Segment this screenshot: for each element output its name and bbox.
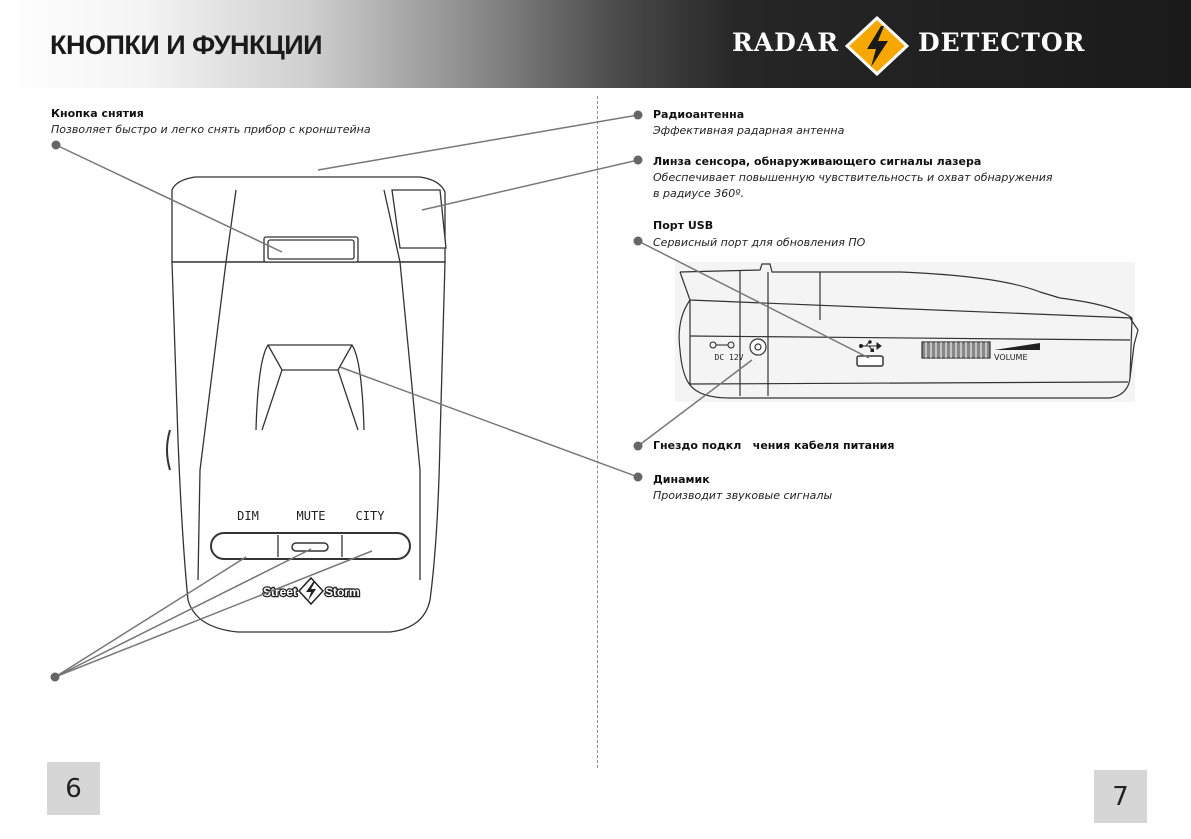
- dc-polarity-icon: [709, 341, 735, 349]
- storm-word: Storm: [325, 585, 360, 599]
- speaker-title: Динамик: [653, 473, 710, 486]
- volume-label: VOLUME: [994, 353, 1028, 362]
- dc-12v-label: DC 12V: [715, 353, 744, 362]
- usb-port-title: Порт USB: [653, 219, 714, 232]
- laser-lens-desc-2: в радиусе 360º.: [653, 187, 744, 200]
- page-number-left: 6: [47, 762, 100, 815]
- power-socket-title: Гнездо подкл чения кабеля питания: [653, 439, 895, 452]
- header-band: КНОПКИ И ФУНКЦИИ RADAR DETECTOR: [0, 0, 1191, 88]
- callout-lines: [54, 114, 870, 678]
- antenna-title: Радиоантенна: [653, 108, 745, 121]
- city-label: CITY: [356, 509, 386, 523]
- callout-dots: [50, 110, 643, 682]
- usb-icon: [859, 340, 882, 352]
- laser-lens-title: Линза сенсора, обнаруживающего сигналы л…: [653, 155, 982, 168]
- release-button-desc: Позволяет быстро и легко снять прибор с …: [51, 123, 371, 136]
- page-title: КНОПКИ И ФУНКЦИИ: [50, 30, 323, 60]
- device-side-view: [675, 262, 1139, 402]
- street-storm-logo: Street Storm: [262, 576, 361, 606]
- device-front-view: [166, 176, 447, 633]
- release-button-title: Кнопка снятия: [51, 107, 144, 120]
- dim-label: DIM: [237, 509, 259, 523]
- page-divider: [597, 96, 598, 768]
- mute-label: MUTE: [297, 509, 326, 523]
- laser-lens-desc-1: Обеспечивает повышенную чувствительность…: [653, 171, 1053, 184]
- street-word: Street: [263, 585, 297, 599]
- usb-port-desc: Сервисный порт для обновления ПО: [653, 236, 866, 249]
- brand-detector: DETECTOR: [918, 28, 1086, 57]
- page-number-right: 7: [1094, 770, 1147, 823]
- lightning-diamond-icon: [845, 16, 909, 76]
- brand-radar: RADAR: [732, 28, 840, 57]
- antenna-desc: Эффективная радарная антенна: [653, 124, 845, 137]
- speaker-desc: Производит звуковые сигналы: [653, 489, 833, 502]
